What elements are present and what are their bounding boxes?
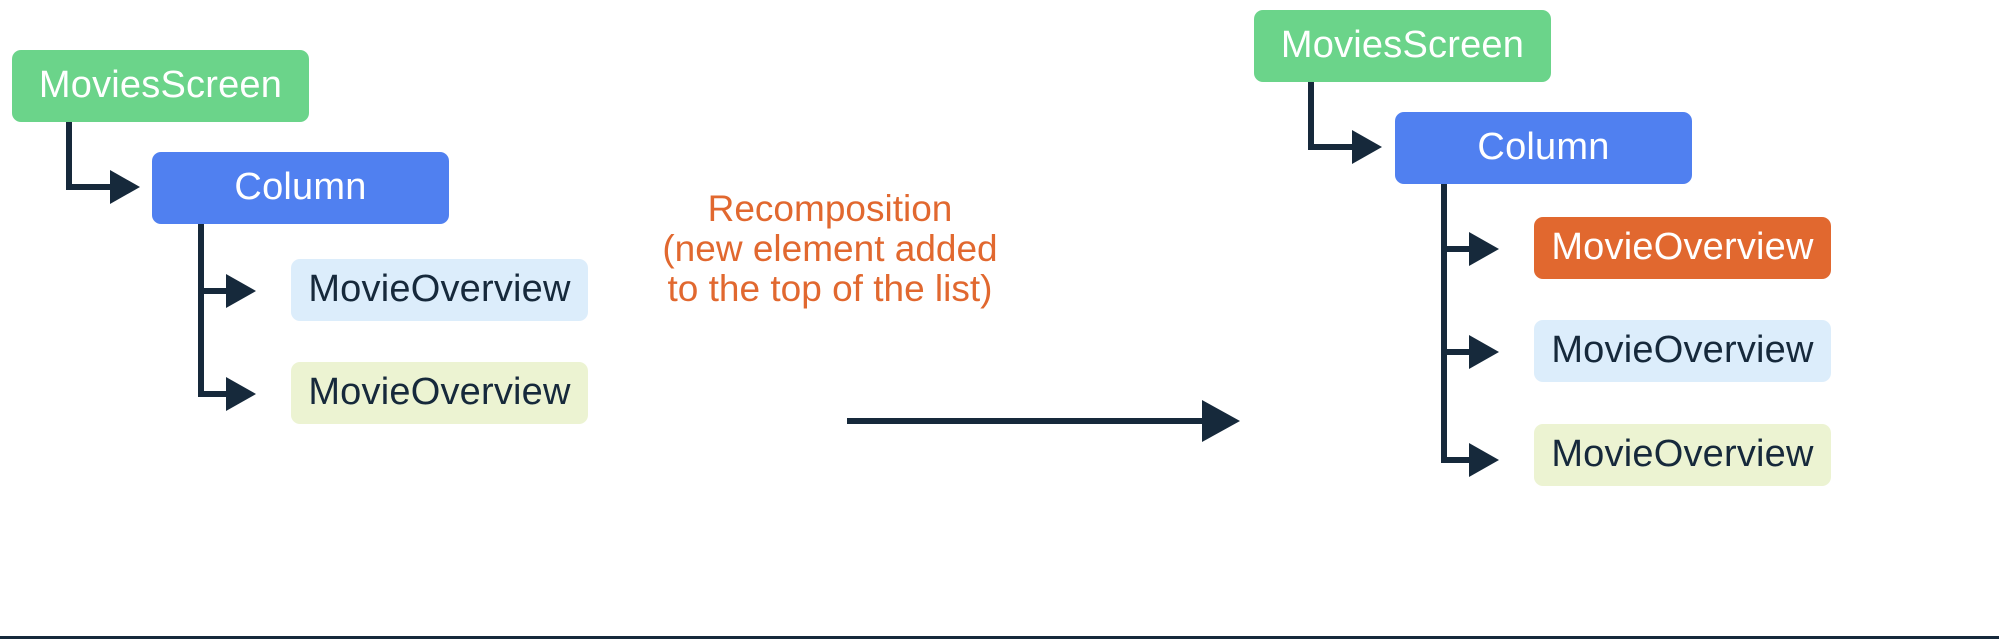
node-movie-overview-1-before[interactable]: MovieOverview <box>291 259 588 321</box>
node-movies-screen-after[interactable]: MoviesScreen <box>1254 10 1551 82</box>
arrowhead-icon-transition <box>1202 400 1240 442</box>
arrowhead-icon-movies-to-column-after <box>1352 130 1382 164</box>
node-column-after[interactable]: Column <box>1395 112 1692 184</box>
node-label: MovieOverview <box>308 268 571 311</box>
node-movie-overview-2-after[interactable]: MovieOverview <box>1534 424 1831 486</box>
transition-caption-line-1: Recomposition <box>707 188 953 229</box>
node-label: MoviesScreen <box>38 64 283 107</box>
node-movie-overview-2-before[interactable]: MovieOverview <box>291 362 588 424</box>
node-label: MovieOverview <box>1551 329 1814 372</box>
transition-arrow-shaft <box>847 418 1207 424</box>
node-movie-overview-new-after[interactable]: MovieOverview <box>1534 217 1831 279</box>
node-label: MovieOverview <box>1551 226 1814 269</box>
edge-vertical-column-children <box>198 224 204 397</box>
arrowhead-icon-child-2-after <box>1469 443 1499 477</box>
edge-horizontal-movies-to-column-after <box>1308 144 1376 150</box>
arrowhead-icon-child-2 <box>226 377 256 411</box>
node-movie-overview-1-after[interactable]: MovieOverview <box>1534 320 1831 382</box>
node-label: MovieOverview <box>308 371 571 414</box>
node-label: MoviesScreen <box>1280 24 1525 67</box>
edge-vertical-movies-to-column-after <box>1308 82 1314 150</box>
node-label: Column <box>1477 126 1610 169</box>
edge-horizontal-child-2-after <box>1441 457 1493 463</box>
arrowhead-icon-child-1-after <box>1469 335 1499 369</box>
transition-caption-line-2: (new element added <box>662 228 998 269</box>
edge-horizontal-child-1-after <box>1441 349 1493 355</box>
node-label: MovieOverview <box>1551 433 1814 476</box>
edge-vertical-column-children-after <box>1441 184 1447 463</box>
transition-caption-line-3: to the top of the list) <box>667 268 993 309</box>
node-movies-screen-before[interactable]: MoviesScreen <box>12 50 309 122</box>
arrowhead-icon-movies-to-column <box>110 170 140 204</box>
node-column-before[interactable]: Column <box>152 152 449 224</box>
node-label: Column <box>234 166 367 209</box>
edge-horizontal-child-1 <box>198 288 250 294</box>
edge-vertical-movies-to-column <box>66 122 72 190</box>
bottom-divider <box>0 636 1999 639</box>
edge-horizontal-movies-to-column <box>66 184 134 190</box>
arrowhead-icon-child-1 <box>226 274 256 308</box>
edge-horizontal-child-new <box>1441 246 1493 252</box>
arrowhead-icon-child-new <box>1469 232 1499 266</box>
edge-horizontal-child-2 <box>198 391 250 397</box>
